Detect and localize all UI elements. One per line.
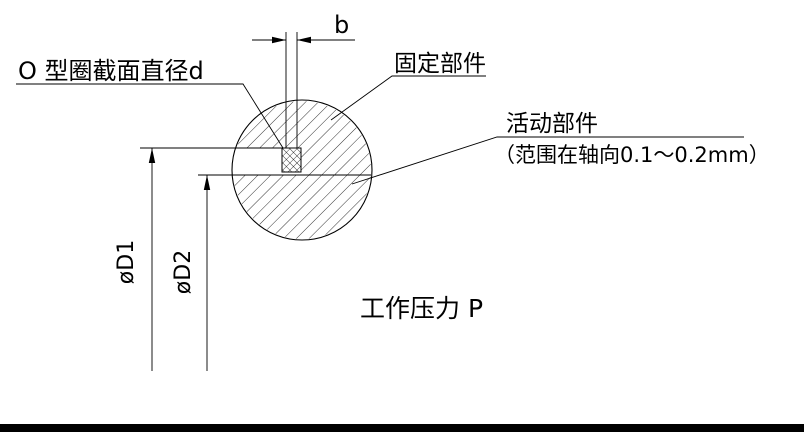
dim-d1-arrow xyxy=(148,148,156,163)
callout-section-diameter: O 型圈截面直径d xyxy=(16,57,284,149)
fixed-part-hatch-upper xyxy=(233,101,371,148)
detail-circle xyxy=(231,99,373,241)
dim-label-d2: øD2 xyxy=(171,250,196,294)
fixed-part-hatch-right xyxy=(301,148,371,175)
callout-moving-part: 活动部件 （范围在轴向0.1～0.2mm） xyxy=(351,111,770,185)
label-working-pressure: 工作压力 P xyxy=(360,294,483,323)
label-moving-part: 活动部件 xyxy=(506,111,598,137)
leader-fixed-part xyxy=(330,75,486,121)
leader-section-diameter xyxy=(16,83,284,149)
dim-b-right-arrow xyxy=(297,36,311,44)
label-section-diameter: O 型圈截面直径d xyxy=(18,57,204,85)
label-moving-part-note: （范围在轴向0.1～0.2mm） xyxy=(494,143,770,167)
leader-moving-part xyxy=(351,136,744,185)
dim-d2-arrow xyxy=(203,175,211,190)
dim-label-b: b xyxy=(334,11,349,39)
callout-fixed-part: 固定部件 xyxy=(330,51,486,121)
dimension-b: b xyxy=(252,11,355,44)
label-fixed-part: 固定部件 xyxy=(394,51,486,77)
bottom-border-bar xyxy=(0,424,804,432)
moving-part-hatch xyxy=(233,175,371,239)
dimension-d1: øD1 xyxy=(114,148,156,371)
dim-b-left-arrow xyxy=(272,36,286,44)
dim-label-d1: øD1 xyxy=(114,240,139,284)
dimension-d2: øD2 xyxy=(171,175,211,371)
oring-cross-section xyxy=(281,147,302,173)
